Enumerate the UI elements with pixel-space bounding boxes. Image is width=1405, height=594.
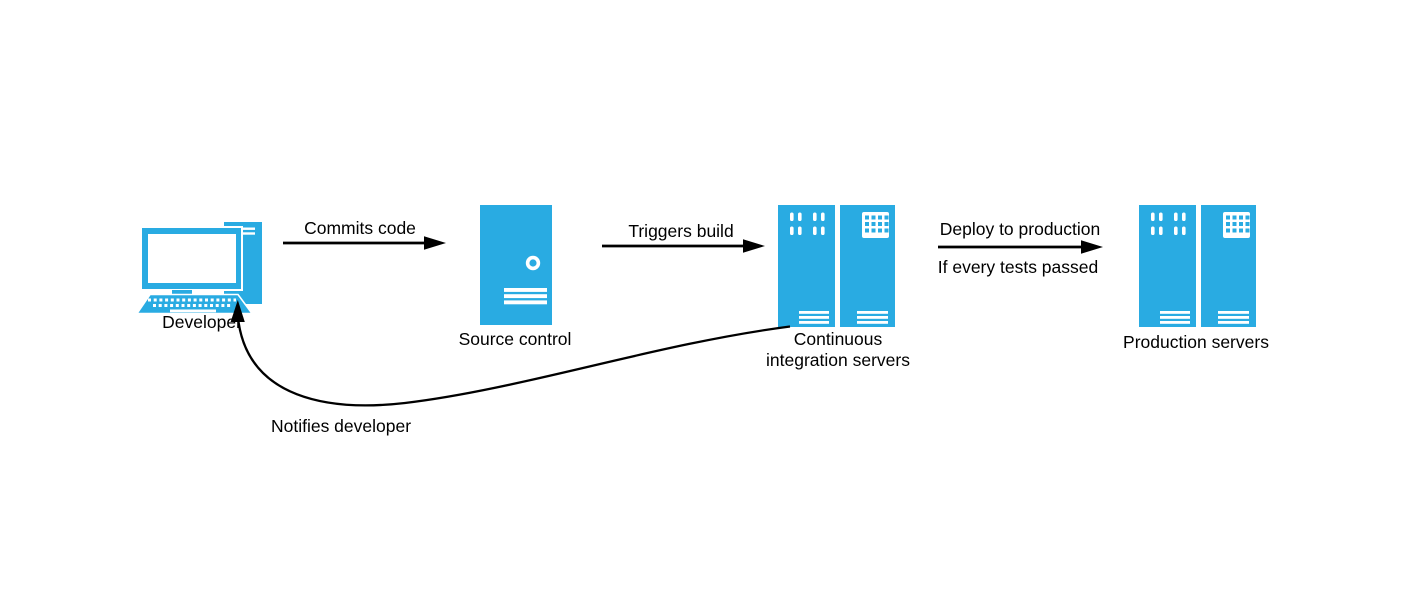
ci-servers-label-line1: Continuous xyxy=(793,329,883,349)
developer-desktop-computer-icon xyxy=(135,222,262,315)
deploy-label-above: Deploy to production xyxy=(939,219,1101,239)
commits-code-arrow xyxy=(283,236,446,250)
triggers-build-arrow xyxy=(602,239,765,253)
notifies-developer-arrow xyxy=(230,300,791,407)
ci-server-rack-pair-icon xyxy=(778,205,895,327)
deploy-label-below: If every tests passed xyxy=(937,257,1099,277)
developer-label: Developer xyxy=(162,312,242,332)
triggers-build-label: Triggers build xyxy=(628,221,734,241)
source-control-label: Source control xyxy=(458,329,572,349)
ci-servers-label-line2: integration servers xyxy=(766,350,910,370)
ci-servers-label: Continuous integration servers xyxy=(728,329,948,371)
notifies-developer-label: Notifies developer xyxy=(270,416,412,436)
production-servers-label: Production servers xyxy=(1123,332,1269,352)
commits-code-label: Commits code xyxy=(304,218,416,238)
source-control-server-tower-icon xyxy=(480,205,552,325)
production-server-rack-pair-icon xyxy=(1139,205,1256,327)
deploy-arrow xyxy=(938,240,1103,254)
